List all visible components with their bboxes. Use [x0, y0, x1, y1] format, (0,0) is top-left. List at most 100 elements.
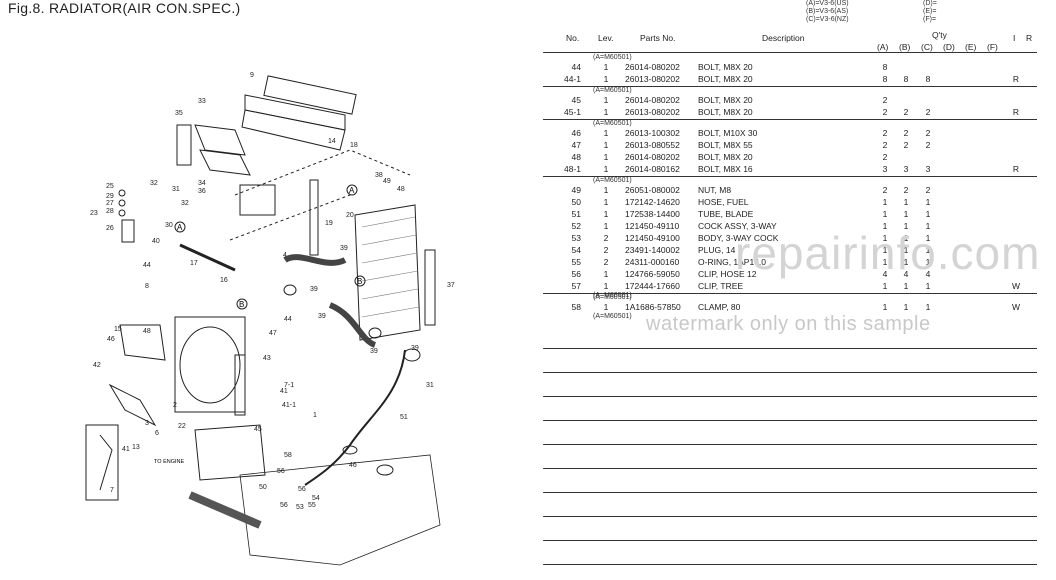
callout-number: 45 — [254, 426, 262, 433]
callout-number: 44 — [143, 262, 151, 269]
cell-desc: BOLT, M8X 20 — [698, 62, 753, 72]
cell-no: 44 — [571, 62, 581, 72]
legend-entry: (F)= — [923, 16, 937, 23]
header-description: Description — [762, 33, 805, 43]
cell-pn: 26013-080552 — [625, 140, 680, 150]
cell-b: 4 — [903, 269, 909, 279]
air-filter-part — [263, 75, 357, 115]
callout-number: 41 — [280, 388, 288, 395]
table-rule — [543, 468, 1037, 469]
reservoir-bracket-part — [121, 219, 135, 243]
cell-pn: 26013-080202 — [625, 107, 680, 117]
callout-number: 56 — [298, 486, 306, 493]
callout-number: 18 — [350, 142, 358, 149]
marker-circle — [236, 298, 248, 310]
cell-lev: 1 — [603, 152, 609, 162]
cell-a: 2 — [882, 95, 888, 105]
cell-pn: 124766-59050 — [625, 269, 680, 279]
watermark-sample: watermark only on this sample — [646, 313, 931, 335]
cell-lev: 2 — [603, 233, 609, 243]
callout-number: 29 — [106, 193, 114, 200]
marker-circle — [346, 184, 358, 196]
table-rule — [543, 540, 1037, 541]
cell-lev: 1 — [603, 128, 609, 138]
callout-number: 44 — [284, 316, 292, 323]
cell-no: 54 — [571, 245, 581, 255]
cell-b: 1 — [903, 245, 909, 255]
cell-desc: CLAMP, 80 — [698, 302, 741, 312]
cell-pn: 26051-080002 — [625, 185, 680, 195]
cell-lev: 1 — [603, 185, 609, 195]
cell-desc: BODY, 3-WAY COCK — [698, 233, 779, 243]
fan-ring-part — [179, 326, 241, 404]
cell-b: 1 — [903, 233, 909, 243]
cell-lev: 1 — [603, 281, 609, 291]
shroud-part — [199, 149, 251, 176]
callout-number: 7-1 — [284, 382, 294, 389]
cell-c: 2 — [925, 128, 931, 138]
cell-pn: 121450-49110 — [625, 221, 680, 231]
cell-no: 49 — [571, 185, 581, 195]
cell-a: 4 — [882, 269, 888, 279]
cell-no: 50 — [571, 197, 581, 207]
cell-lev: 1 — [603, 107, 609, 117]
callout-number: 32 — [181, 200, 189, 207]
cell-a: 2 — [882, 152, 888, 162]
cell-desc: TUBE, BLADE — [698, 209, 754, 219]
cell-b: 3 — [903, 164, 909, 174]
cell-lev: 1 — [603, 164, 609, 174]
callout-number: 1 — [313, 412, 317, 419]
header-col-f: (F) — [987, 42, 998, 52]
cell-b: 1 — [903, 209, 909, 219]
cell-no: 45 — [571, 95, 581, 105]
cell-desc: HOSE, FUEL — [698, 197, 749, 207]
callout-number: 7 — [110, 487, 114, 494]
callout-number: 22 — [178, 423, 186, 430]
callout-number: 35 — [175, 110, 183, 117]
cell-c: 1 — [925, 221, 931, 231]
cell-c: 4 — [925, 269, 931, 279]
watermark-domain: repairinfo.com — [735, 227, 1041, 279]
callout-number: 15 — [114, 326, 122, 333]
cell-a: 3 — [882, 164, 888, 174]
cell-no: 53 — [571, 233, 581, 243]
group-note: (A=M60501) — [593, 294, 632, 301]
header-i: I — [1013, 33, 1016, 43]
callout-number: 20 — [346, 212, 354, 219]
group-note: (A=M60501) — [593, 177, 632, 184]
marker-label: A — [349, 186, 355, 195]
cell-pn: 26013-080202 — [625, 74, 680, 84]
table-rule — [543, 348, 1037, 349]
callout-number: 39 — [340, 245, 348, 252]
callout-number: 19 — [325, 220, 333, 227]
cell-desc: BOLT, M8X 20 — [698, 152, 753, 162]
cell-no: 57 — [571, 281, 581, 291]
cell-b: 1 — [903, 257, 909, 267]
cell-a: 2 — [882, 185, 888, 195]
model-legend-left: (A)=V3-6(US) (B)=V3-6(AS) (C)=V3-6(NZ) — [806, 0, 849, 24]
bracket-part — [239, 184, 276, 216]
callout-number: 17 — [190, 260, 198, 267]
legend-entry: (C)=V3-6(NZ) — [806, 16, 849, 23]
cell-no: 55 — [571, 257, 581, 267]
cell-lev: 1 — [603, 197, 609, 207]
cell-a: 2 — [882, 140, 888, 150]
cell-lev: 1 — [603, 74, 609, 84]
mount-bracket-part — [234, 354, 246, 416]
cell-desc: CLIP, TREE — [698, 281, 744, 291]
callout-number: 4 — [283, 252, 287, 259]
header-no: No. — [566, 33, 580, 43]
cell-pn: 172444-17660 — [625, 281, 680, 291]
cell-pn: 26014-080202 — [625, 62, 680, 72]
radiator-exploded-diagram: 9333514183634252927282632313230402338494… — [85, 72, 455, 566]
clamp-part — [368, 327, 382, 339]
marker-label: B — [357, 277, 362, 286]
guide-line — [234, 149, 411, 196]
cell-c: 2 — [925, 140, 931, 150]
core-fin — [361, 288, 419, 300]
